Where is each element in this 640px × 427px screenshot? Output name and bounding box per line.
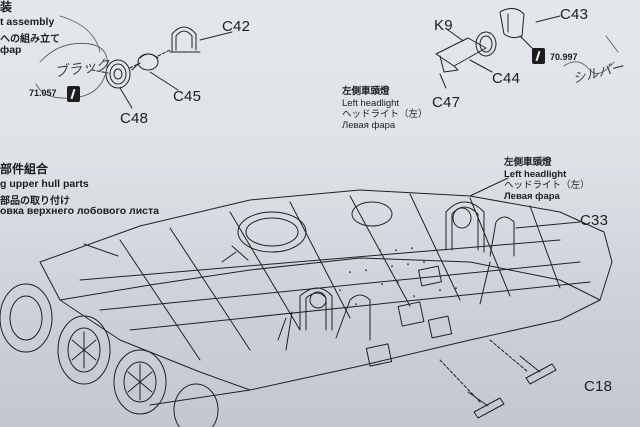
part-label-c45: C45 [173, 88, 202, 105]
callout-headlight-ja: ヘッドライト（左） [504, 180, 590, 191]
hull-drawing [0, 177, 613, 427]
part-label-c47: C47 [432, 94, 461, 111]
hull-headlight-guard-right [445, 201, 515, 257]
top-left-title-ja: 装 [0, 0, 13, 14]
part-c45-drawing [131, 53, 159, 71]
paint-code-71057: 71.057 [29, 88, 57, 98]
part-label-k9: K9 [434, 17, 453, 34]
part-c18-drawing [467, 355, 557, 419]
part-label-c18: C18 [584, 378, 613, 395]
paint-code-70997: 70.997 [550, 52, 578, 62]
part-c47-drawing [435, 31, 497, 73]
part-label-c43: C43 [560, 6, 589, 23]
hull-headlight-guard-left [299, 287, 371, 341]
road-wheels [0, 283, 219, 427]
part-label-c48: C48 [120, 110, 149, 127]
part-label-c33: C33 [580, 212, 609, 229]
part-label-c44: C44 [492, 70, 521, 87]
top-left-title-ja2: ヘの組み立て [0, 34, 60, 45]
section-title-zh: 部件組合 [0, 162, 49, 176]
paint-brush-icon-right [532, 48, 545, 64]
section-title-en: g upper hull parts [0, 178, 89, 190]
part-label-c42: C42 [222, 18, 251, 35]
left-headlight-label-ru: Левая фара [342, 120, 396, 131]
section-title-ja: 部品の取り付け [0, 196, 70, 207]
callout-headlight-en: Left headlight [504, 169, 567, 180]
paint-brush-icon [67, 86, 80, 102]
left-headlight-label-ja: ヘッドライト（左） [342, 109, 428, 120]
left-headlight-label-zh: 左側車頭燈 [342, 86, 390, 97]
top-left-title-en: t assembly [0, 16, 55, 28]
callout-headlight-zh: 左側車頭燈 [504, 157, 552, 168]
callout-headlight-ru: Левая фара [504, 191, 560, 202]
part-c42-drawing [169, 26, 201, 53]
part-c48-drawing [105, 59, 131, 89]
part-c43-drawing [499, 8, 525, 39]
top-left-title-ru: фар [0, 44, 22, 56]
section-title-ru: овка верхнего лобового листа [0, 205, 159, 217]
left-headlight-label-en: Left headlight [342, 98, 400, 109]
